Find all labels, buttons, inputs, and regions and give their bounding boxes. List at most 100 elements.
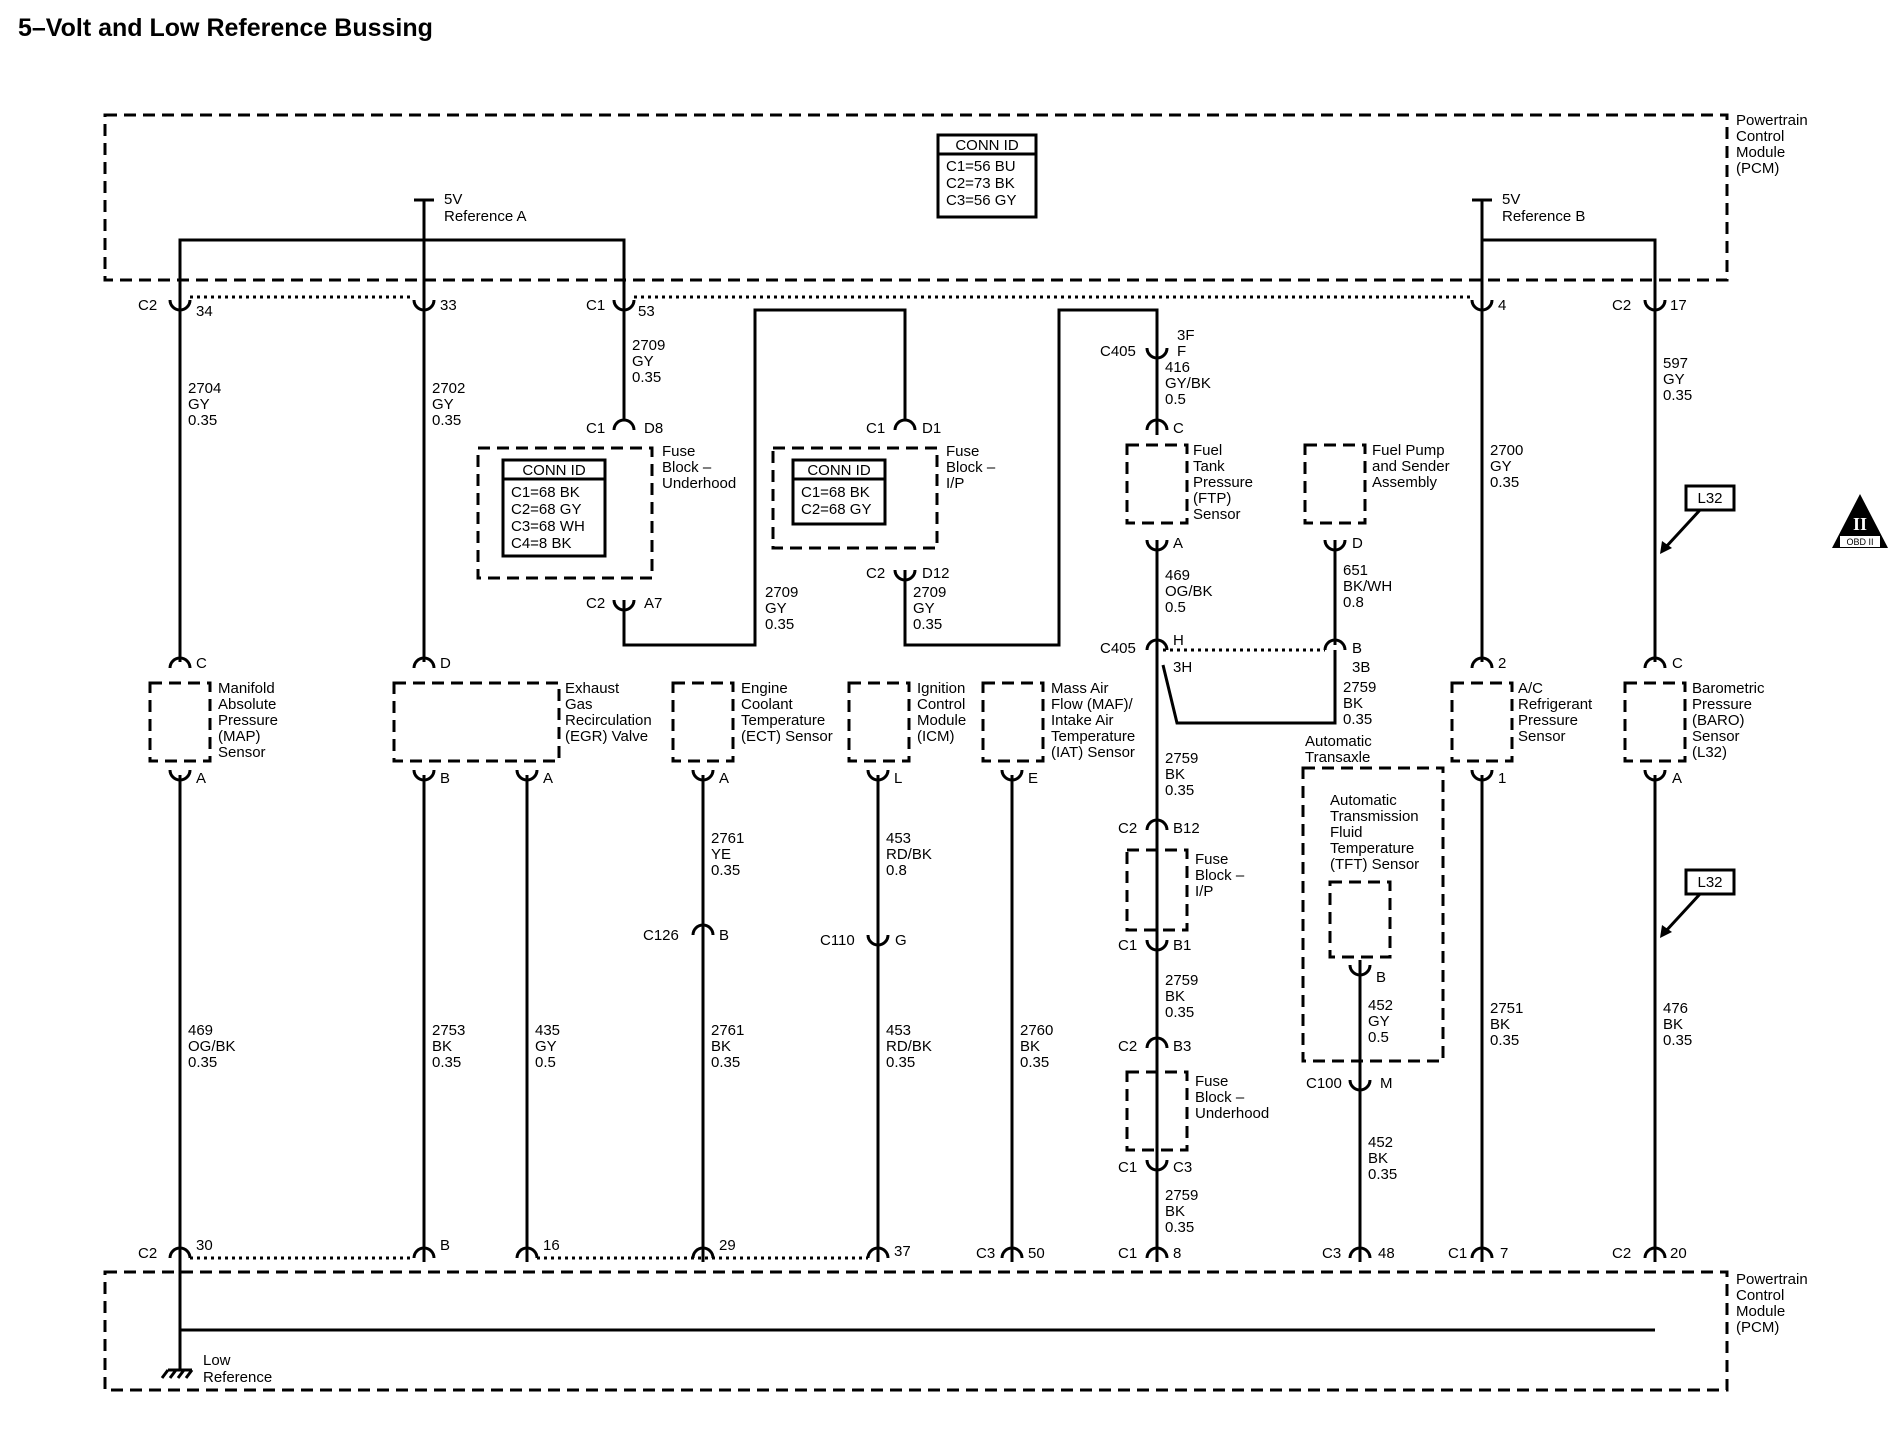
svg-text:OBD II: OBD II — [1846, 537, 1873, 547]
svg-text:and Sender: and Sender — [1372, 458, 1450, 475]
svg-text:0.35: 0.35 — [1343, 711, 1372, 728]
svg-text:2759: 2759 — [1165, 1187, 1198, 1204]
svg-text:0.8: 0.8 — [1343, 594, 1364, 611]
svg-text:L32: L32 — [1697, 490, 1722, 507]
svg-text:0.35: 0.35 — [1663, 1032, 1692, 1049]
svg-text:2702: 2702 — [432, 380, 465, 397]
svg-text:(PCM): (PCM) — [1736, 160, 1779, 177]
svg-text:2761: 2761 — [711, 1022, 744, 1039]
svg-text:Block –: Block – — [1195, 867, 1245, 884]
svg-text:C3=56 GY: C3=56 GY — [946, 192, 1016, 209]
svg-text:C110: C110 — [820, 932, 855, 949]
svg-text:C2: C2 — [1612, 1245, 1631, 1262]
svg-text:416: 416 — [1165, 359, 1190, 376]
svg-text:0.35: 0.35 — [1368, 1166, 1397, 1183]
svg-text:C1=68 BK: C1=68 BK — [801, 484, 870, 501]
pcm-label-top: Powertrain Control Module (PCM) — [1736, 112, 1808, 177]
svg-text:8: 8 — [1173, 1245, 1181, 1262]
svg-text:D: D — [440, 655, 451, 672]
svg-text:0.35: 0.35 — [432, 1054, 461, 1071]
l32-callout-top: L32 — [1660, 484, 1736, 554]
svg-text:0.35: 0.35 — [188, 412, 217, 429]
svg-text:0.5: 0.5 — [1165, 599, 1186, 616]
svg-text:Sensor: Sensor — [218, 744, 266, 761]
svg-text:0.5: 0.5 — [1165, 391, 1186, 408]
svg-text:B: B — [440, 1237, 450, 1254]
svg-text:BK: BK — [711, 1038, 731, 1055]
svg-text:B: B — [1352, 640, 1362, 657]
svg-text:(BARO): (BARO) — [1692, 712, 1745, 729]
svg-text:452: 452 — [1368, 997, 1393, 1014]
svg-text:C1: C1 — [586, 297, 605, 314]
svg-text:Automatic: Automatic — [1305, 733, 1372, 750]
ref-b: 5V Reference B — [1472, 191, 1585, 240]
svg-text:(MAP): (MAP) — [218, 728, 261, 745]
svg-text:Gas: Gas — [565, 696, 593, 713]
svg-text:Exhaust: Exhaust — [565, 680, 620, 697]
svg-text:0.35: 0.35 — [188, 1054, 217, 1071]
svg-text:Module: Module — [1736, 1303, 1785, 1320]
svg-text:Block –: Block – — [1195, 1089, 1245, 1106]
pcm-box-top — [103, 113, 1729, 282]
svg-text:BK: BK — [1165, 766, 1185, 783]
svg-text:Absolute: Absolute — [218, 696, 276, 713]
svg-text:30: 30 — [196, 1237, 213, 1254]
svg-text:3H: 3H — [1173, 659, 1192, 676]
svg-text:A: A — [1173, 535, 1183, 552]
svg-text:II: II — [1853, 514, 1867, 534]
svg-text:YE: YE — [711, 846, 731, 863]
svg-text:469: 469 — [188, 1022, 213, 1039]
svg-text:Intake Air: Intake Air — [1051, 712, 1114, 729]
svg-text:Block –: Block – — [662, 459, 712, 476]
svg-text:BK: BK — [1368, 1150, 1388, 1167]
svg-text:Reference A: Reference A — [444, 208, 527, 225]
svg-text:2760: 2760 — [1020, 1022, 1053, 1039]
svg-text:Fluid: Fluid — [1330, 824, 1363, 841]
tft-sensor-label: AutomaticTransmissionFluidTemperature(TF… — [1330, 792, 1419, 873]
svg-text:3F: 3F — [1177, 327, 1195, 344]
svg-text:48: 48 — [1378, 1245, 1395, 1262]
svg-text:17: 17 — [1670, 297, 1687, 314]
ref-a-bus — [178, 238, 626, 290]
svg-text:C4=8 BK: C4=8 BK — [511, 535, 571, 552]
svg-text:Refrigerant: Refrigerant — [1518, 696, 1593, 713]
svg-text:GY: GY — [1490, 458, 1512, 475]
svg-text:5V: 5V — [444, 191, 462, 208]
svg-text:Pressure: Pressure — [1518, 712, 1578, 729]
svg-text:C100: C100 — [1306, 1075, 1342, 1092]
svg-text:7: 7 — [1500, 1245, 1508, 1262]
svg-text:Transmission: Transmission — [1330, 808, 1419, 825]
pcm-conn-id-box: CONN ID C1=56 BU C2=73 BK C3=56 GY — [936, 133, 1038, 219]
svg-text:GY/BK: GY/BK — [1165, 375, 1211, 392]
svg-text:(L32): (L32) — [1692, 744, 1727, 761]
svg-text:BK: BK — [1165, 988, 1185, 1005]
svg-text:16: 16 — [543, 1237, 560, 1254]
svg-text:C405: C405 — [1100, 640, 1136, 657]
svg-text:CONN ID: CONN ID — [807, 462, 871, 479]
svg-text:B: B — [440, 770, 450, 787]
svg-text:GY: GY — [535, 1038, 557, 1055]
svg-text:5V: 5V — [1502, 191, 1520, 208]
pcm-label-bottom: Powertrain Control Module (PCM) — [1736, 1271, 1808, 1336]
svg-text:3B: 3B — [1352, 659, 1370, 676]
svg-text:0.35: 0.35 — [913, 616, 942, 633]
svg-text:Reference: Reference — [203, 1369, 272, 1386]
svg-text:Powertrain: Powertrain — [1736, 1271, 1808, 1288]
svg-text:37: 37 — [894, 1243, 911, 1260]
svg-text:C3: C3 — [976, 1245, 995, 1262]
svg-text:A: A — [543, 770, 553, 787]
svg-text:BK: BK — [1663, 1016, 1683, 1033]
svg-text:C2: C2 — [138, 1245, 157, 1262]
svg-text:Ignition: Ignition — [917, 680, 965, 697]
svg-text:C2: C2 — [1118, 1038, 1137, 1055]
svg-text:453: 453 — [886, 1022, 911, 1039]
svg-text:F: F — [1177, 343, 1186, 360]
svg-text:C: C — [196, 655, 207, 672]
svg-text:Temperature: Temperature — [1051, 728, 1135, 745]
svg-text:OG/BK: OG/BK — [188, 1038, 236, 1055]
svg-text:29: 29 — [719, 1237, 736, 1254]
svg-text:(ECT) Sensor: (ECT) Sensor — [741, 728, 833, 745]
